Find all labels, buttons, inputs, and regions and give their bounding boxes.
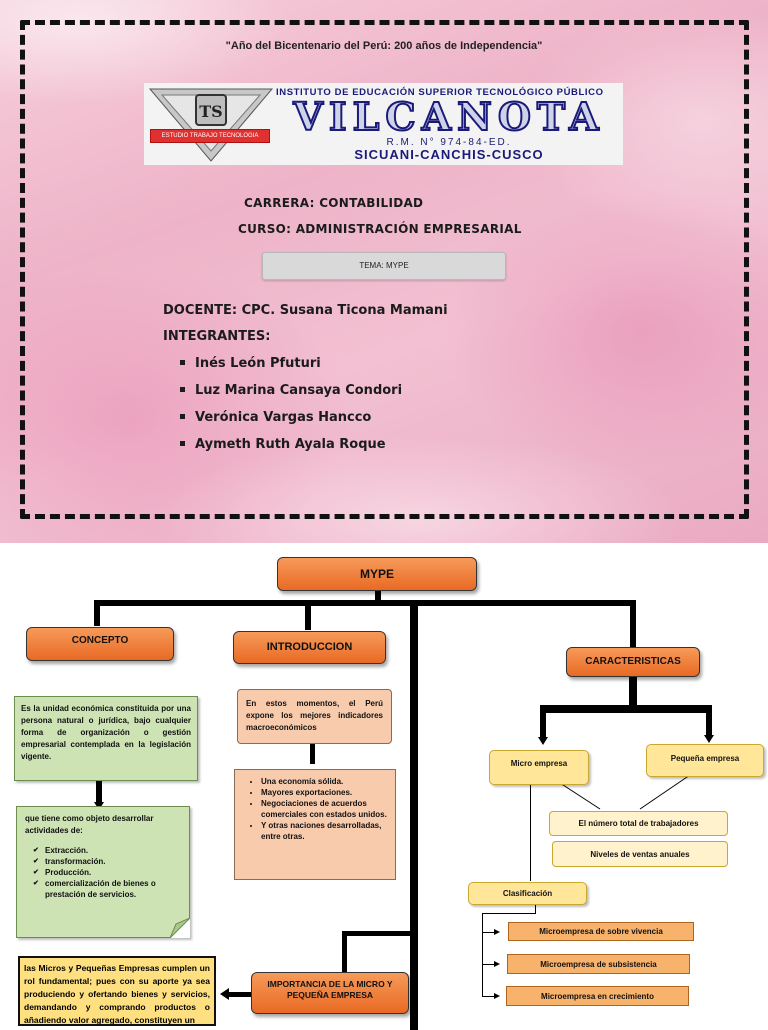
connector: [96, 780, 102, 804]
arrow-down-icon: [704, 735, 714, 743]
institute-logo: TS ESTUDIO TRABAJO TECNOLOGIA INSTITUTO …: [144, 83, 623, 165]
criterio-trabajadores: El número total de trabajadores: [549, 811, 728, 836]
carrera: CARRERA: CONTABILIDAD: [244, 196, 424, 210]
emblem-icon: TS: [148, 88, 274, 162]
connector: [482, 964, 496, 965]
arrow-left-icon: [220, 988, 229, 1000]
connector: [482, 932, 496, 933]
concepto-text: Es la unidad económica constituida por u…: [14, 696, 198, 781]
connector: [482, 996, 496, 997]
connector: [540, 705, 546, 737]
svg-text:TS: TS: [199, 102, 222, 121]
bullet-icon: [180, 441, 185, 446]
node-introduccion: INTRODUCCION: [233, 631, 386, 664]
objeto-intro: que tiene como objeto desarrollar activi…: [25, 814, 154, 835]
connector: [342, 931, 347, 973]
connector: [482, 913, 536, 914]
connector: [530, 783, 531, 881]
bullet-icon: [180, 414, 185, 419]
importancia-text: las Micros y Pequeñas Empresas cumplen u…: [18, 956, 216, 1026]
list-item: Extracción.: [33, 845, 181, 856]
institute-line: INSTITUTO DE EDUCACIÓN SUPERIOR TECNOLÓG…: [276, 87, 604, 98]
motto: "Año del Bicentenario del Perú: 200 años…: [225, 40, 543, 52]
tipo-sobre-vivencia: Microempresa de sobre vivencia: [508, 922, 694, 941]
connector: [540, 705, 712, 713]
node-micro-empresa: Micro empresa: [489, 750, 589, 785]
arrow-down-icon: [538, 737, 548, 745]
list-item: transformación.: [33, 856, 181, 867]
member-item: Inés León Pfuturi: [180, 356, 321, 371]
connector: [375, 590, 381, 604]
docente: DOCENTE: CPC. Susana Ticona Mamani: [163, 303, 448, 318]
list-item: Mayores exportaciones.: [261, 787, 391, 798]
list-item: Producción.: [33, 867, 181, 878]
node-clasificacion: Clasificación: [468, 882, 587, 905]
concept-map: MYPE CONCEPTO Es la unidad económica con…: [0, 543, 768, 1030]
criterio-ventas: Niveles de ventas anuales: [552, 841, 728, 867]
connector: [94, 600, 634, 606]
institute-name: VILCANOTA: [292, 94, 605, 139]
bullet-icon: [180, 360, 185, 365]
arrow-right-icon: [494, 929, 500, 935]
list-item: Negociaciones de acuerdos comerciales co…: [261, 798, 391, 820]
bullet-icon: [180, 387, 185, 392]
actividades-list: Extracción. transformación. Producción. …: [25, 845, 181, 900]
institute-rm: R.M. N° 974-84-ED.: [386, 137, 512, 148]
connector: [410, 600, 418, 1030]
arrow-right-icon: [494, 961, 500, 967]
node-pequena-empresa: Pequeña empresa: [646, 744, 764, 777]
list-item: comercialización de bienes o prestación …: [33, 878, 181, 900]
node-concepto: CONCEPTO: [26, 627, 174, 661]
connector: [305, 600, 311, 630]
node-importancia: IMPORTANCIA DE LA MICRO Y PEQUEÑA EMPRES…: [251, 972, 409, 1014]
member-item: Luz Marina Cansaya Condori: [180, 383, 402, 398]
member-item: Aymeth Ruth Ayala Roque: [180, 437, 386, 452]
connector: [706, 705, 712, 735]
arrow-right-icon: [494, 993, 500, 999]
list-item: Una economía sólida.: [261, 776, 391, 787]
connector: [342, 931, 414, 936]
curso: CURSO: ADMINISTRACIÓN EMPRESARIAL: [238, 222, 522, 236]
institute-location: SICUANI-CANCHIS-CUSCO: [354, 147, 544, 162]
page-curl-icon: [170, 918, 190, 938]
list-item: Y otras naciones desarrolladas, entre ot…: [261, 820, 391, 842]
connector: [310, 744, 315, 764]
integrantes-label: INTEGRANTES:: [163, 329, 271, 344]
dashed-frame: [20, 20, 749, 519]
tema-bar: TEMA: MYPE: [262, 252, 506, 280]
tipo-subsistencia: Microempresa de subsistencia: [507, 954, 690, 974]
emblem-label: ESTUDIO TRABAJO TECNOLOGIA: [150, 129, 270, 143]
node-mype: MYPE: [277, 557, 477, 591]
node-caracteristicas: CARACTERISTICAS: [566, 647, 700, 677]
indicadores-list: Una economía sólida. Mayores exportacion…: [239, 776, 391, 842]
connector: [535, 905, 536, 913]
member-item: Verónica Vargas Hancco: [180, 410, 371, 425]
introduccion-text: En estos momentos, el Perú expone los me…: [237, 689, 392, 744]
cover-page: "Año del Bicentenario del Perú: 200 años…: [0, 0, 768, 543]
diagonal-connectors: [559, 774, 691, 810]
concepto-objeto-note: que tiene como objeto desarrollar activi…: [16, 806, 190, 938]
connector: [482, 913, 483, 997]
tipo-crecimiento: Microempresa en crecimiento: [506, 986, 689, 1006]
introduccion-list-note: Una economía sólida. Mayores exportacion…: [234, 769, 396, 880]
connector: [94, 600, 100, 626]
connector: [629, 670, 637, 706]
connector: [630, 600, 636, 648]
connector: [228, 992, 254, 997]
